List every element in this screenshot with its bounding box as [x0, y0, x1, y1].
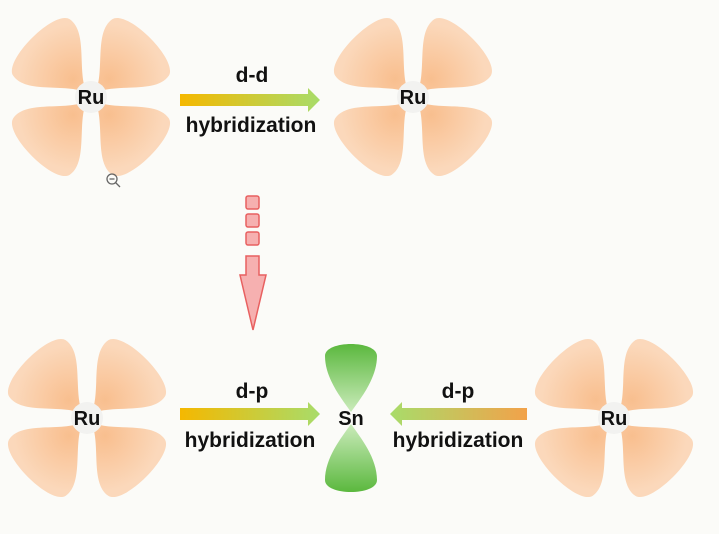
- sn-p-orbital: Sn: [325, 344, 377, 492]
- dp-hybridization-label-right: hybridization: [393, 429, 524, 452]
- dp-label-right: d-p: [442, 380, 475, 403]
- dp-label-left: d-p: [236, 380, 269, 403]
- ru-label: Ru: [74, 408, 101, 430]
- dd-label: d-d: [236, 64, 269, 87]
- dp-hybridization-label-left: hybridization: [185, 429, 316, 452]
- zoom-out-icon[interactable]: [106, 173, 121, 188]
- ru-label: Ru: [601, 408, 628, 430]
- ru-d-orbital-bottom-left: Ru: [0, 330, 175, 505]
- ru-label: Ru: [400, 87, 427, 109]
- transition-arrow-down: [239, 195, 267, 331]
- ru-d-orbital-top-left: Ru: [3, 9, 178, 184]
- dd-hybridization-label: hybridization: [186, 114, 317, 137]
- dp-hybridization-arrow-left: [180, 402, 320, 426]
- dp-hybridization-arrow-right: [390, 402, 527, 426]
- ru-d-orbital-top-right: Ru: [325, 9, 500, 184]
- dd-hybridization-arrow: [180, 88, 320, 112]
- ru-d-orbital-bottom-right: Ru: [526, 330, 701, 505]
- sn-label: Sn: [338, 408, 364, 430]
- ru-label: Ru: [78, 87, 105, 109]
